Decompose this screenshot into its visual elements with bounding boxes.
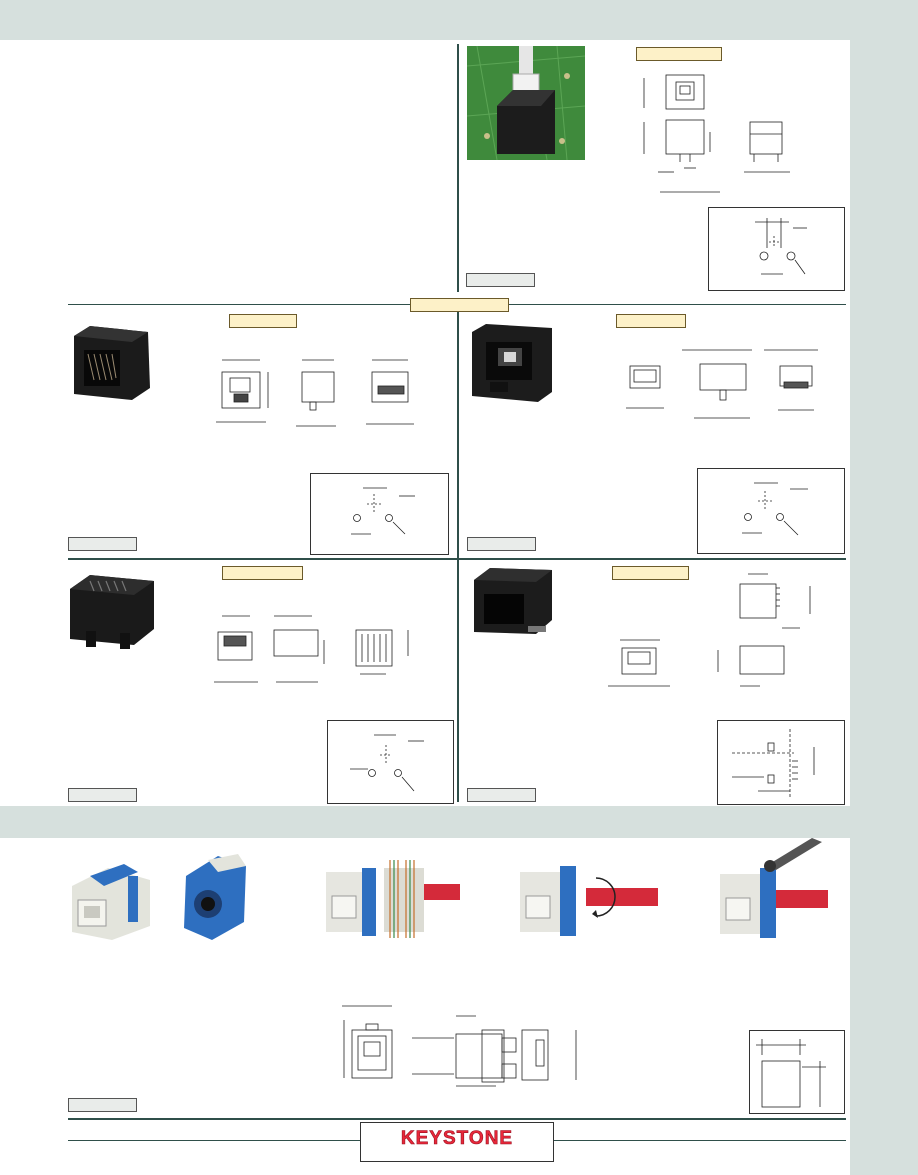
keystone-logo: KEYSTONE xyxy=(360,1122,554,1162)
keystone-logo-text: KEYSTONE xyxy=(400,1128,514,1150)
keystone-jack-front-photo xyxy=(68,856,154,942)
bottom-rule xyxy=(68,1118,846,1120)
jack-c-photo xyxy=(68,571,158,651)
pcb-layout-top xyxy=(708,207,845,291)
right-side-band xyxy=(850,0,918,1175)
jack-dimension-label-top xyxy=(636,47,722,61)
pcb-layout-a xyxy=(310,473,449,555)
keystone-jack-rear-photo xyxy=(178,852,250,942)
jack-b-photo xyxy=(470,322,556,406)
jack-b-drawings xyxy=(624,342,824,424)
part-tag-b xyxy=(467,537,536,551)
termination-step-2-photo xyxy=(516,856,658,940)
termination-step-3-photo xyxy=(716,838,828,942)
top-column-divider xyxy=(457,44,459,292)
pcb-layout-d xyxy=(717,720,845,805)
keystone-dimension-drawings xyxy=(336,1000,586,1092)
section-band xyxy=(0,806,850,838)
part-tag-keystone xyxy=(68,1098,137,1112)
pcb-layout-c xyxy=(327,720,454,804)
part-tag-a xyxy=(68,537,137,551)
top-band xyxy=(0,0,918,40)
panel-cutout-drawing xyxy=(749,1030,845,1114)
top-jack-drawings xyxy=(630,70,800,200)
mid-column-divider xyxy=(457,308,459,802)
jack-a-label xyxy=(229,314,297,328)
part-tag-d xyxy=(467,788,536,802)
part-tag-c xyxy=(68,788,137,802)
termination-step-1-photo xyxy=(318,856,460,940)
jack-a-drawings xyxy=(206,352,426,432)
jack-c-drawings xyxy=(206,610,416,690)
jack-d-drawings xyxy=(600,566,820,696)
pcb-jack-photo xyxy=(467,46,585,160)
center-section-label xyxy=(410,298,509,312)
part-tag-top xyxy=(466,273,535,287)
pcb-layout-b xyxy=(697,468,845,554)
row-rule-2 xyxy=(68,558,846,560)
jack-c-label xyxy=(222,566,303,580)
jack-d-label xyxy=(612,566,689,580)
jack-b-label xyxy=(616,314,686,328)
jack-d-photo xyxy=(470,566,554,638)
jack-a-photo xyxy=(70,322,154,404)
